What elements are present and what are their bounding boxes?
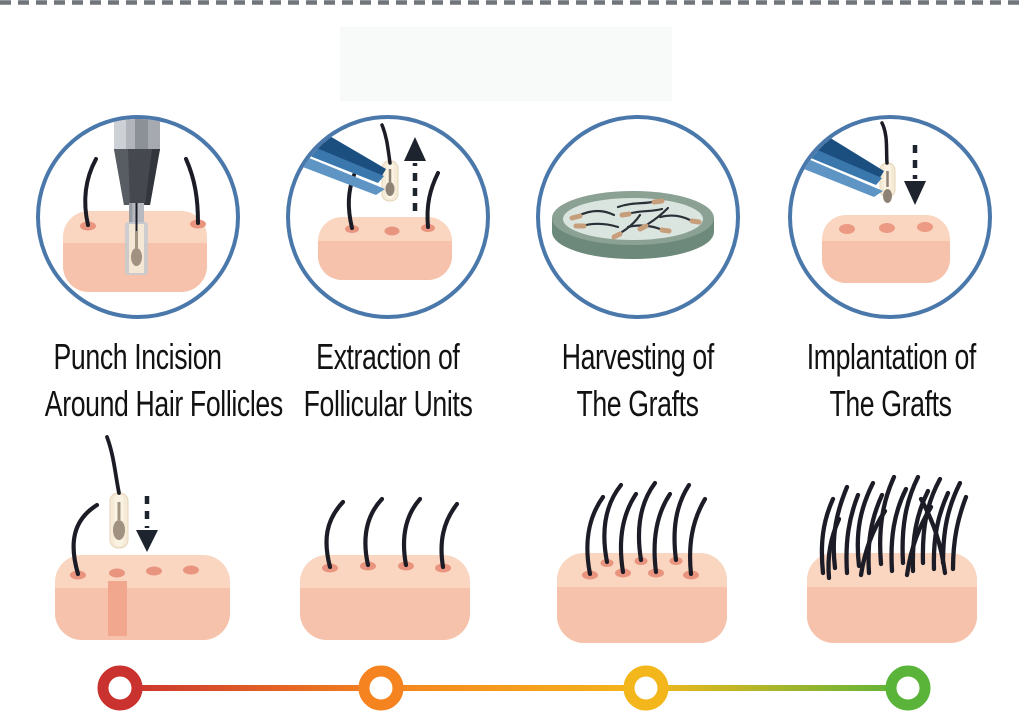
label-line: Follicular Units: [303, 383, 473, 424]
medium-hair-growth-icon: [557, 480, 727, 643]
step-circle-harvesting: [536, 115, 740, 319]
timeline-marker-3: [623, 665, 669, 711]
follicle-bulb: [385, 182, 395, 196]
label-line: The Grafts: [829, 383, 953, 424]
follicle-bulb: [131, 248, 142, 266]
down-arrow-icon: [136, 496, 158, 552]
up-arrow-icon: [404, 137, 426, 211]
graft-unit: [380, 123, 399, 202]
label-line: Around Hair Follicles: [44, 383, 283, 424]
label-line: Extraction of: [316, 336, 460, 377]
step-label-implantation: Implantation of The Grafts: [756, 333, 1024, 427]
step-label-extraction: Extraction of Follicular Units: [253, 333, 523, 427]
skin-block: [318, 217, 452, 280]
hair: [71, 502, 100, 577]
harvested-grafts: [569, 198, 702, 240]
graft-unit: [105, 435, 129, 549]
step-circle-punch-incision: [36, 115, 240, 319]
skin-block: [807, 553, 977, 643]
petri-dish-grafts-icon: [552, 191, 714, 259]
skin-block: [822, 215, 950, 283]
skin-block: [300, 555, 470, 640]
punch-tool: [114, 119, 160, 275]
tweezers: [290, 121, 386, 195]
hair: [83, 157, 200, 227]
hair: [324, 496, 460, 570]
timeline-marker-4: [885, 665, 931, 711]
dense-hair-growth-icon: [807, 474, 977, 643]
timeline-marker-2: [358, 665, 404, 711]
progress-timeline: [97, 665, 931, 711]
tweezers-extraction-icon: [290, 121, 452, 280]
step-label-punch-incision: Punch Incision Around Hair Follicles: [3, 333, 283, 427]
step-label-harvesting: Harvesting of The Grafts: [503, 333, 773, 427]
background-rectangle: [340, 27, 672, 101]
timeline-marker-1: [97, 665, 143, 711]
hair: [819, 474, 969, 581]
follicle-bulb: [883, 189, 892, 203]
graft-unit: [879, 121, 896, 203]
label-line: Punch Incision: [53, 336, 223, 377]
hair: [585, 480, 708, 577]
top-dashed-border: [0, 0, 1024, 5]
step-circle-implantation: [788, 115, 992, 319]
implant-channel: [108, 581, 127, 636]
label-line: Harvesting of: [561, 336, 715, 377]
skin-block: [55, 555, 230, 640]
sparse-hair-growth-icon: [300, 496, 470, 640]
tweezers-implantation-icon: [792, 121, 950, 283]
petri-dish: [552, 191, 714, 259]
label-line: The Grafts: [576, 383, 700, 424]
down-arrow-icon: [904, 145, 926, 205]
follicle-bulb: [113, 520, 125, 540]
graft-placement-skin-icon: [55, 435, 230, 640]
tweezers: [792, 123, 884, 197]
skin-block: [557, 553, 727, 643]
step-circle-extraction: [286, 115, 490, 319]
label-line: Implantation of: [806, 336, 976, 377]
punch-tool-icon: [63, 119, 207, 292]
